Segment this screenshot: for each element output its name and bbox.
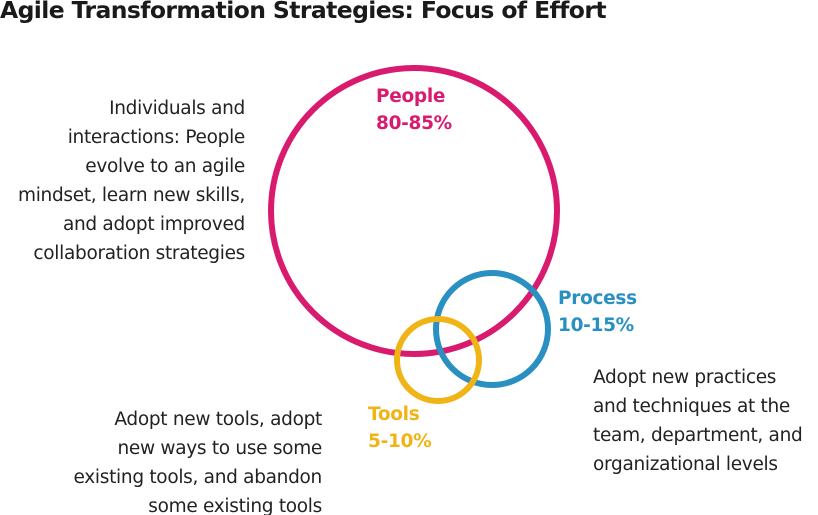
people-description-line: interactions: People xyxy=(67,127,246,148)
people-description-line: Individuals and xyxy=(109,98,245,119)
people-description-line: and adopt improved xyxy=(62,214,245,235)
process-label: Process 10-15% xyxy=(558,285,637,339)
tools-description-line: existing tools, and abandon xyxy=(73,467,323,488)
tools-description-line: new ways to use some xyxy=(117,438,323,459)
diagram-title: Agile Transformation Strategies: Focus o… xyxy=(0,0,607,24)
people-description-line: evolve to an agile xyxy=(85,156,245,177)
people-name: People xyxy=(376,86,446,107)
process-description-line: organizational levels xyxy=(593,454,778,475)
process-percent: 10-15% xyxy=(558,315,634,336)
process-description-line: Adopt new practices xyxy=(593,367,777,388)
people-percent: 80-85% xyxy=(376,113,452,134)
people-description-line: mindset, learn new skills, xyxy=(17,185,245,206)
people-circle xyxy=(268,65,560,357)
people-label: People 80-85% xyxy=(376,83,452,137)
process-description-line: team, department, and xyxy=(593,425,803,446)
process-name: Process xyxy=(558,288,637,309)
tools-description-line: Adopt new tools, adopt xyxy=(114,409,322,430)
tools-circle xyxy=(394,316,482,404)
people-description-line: collaboration strategies xyxy=(33,243,245,264)
tools-percent: 5-10% xyxy=(368,431,432,452)
process-circle xyxy=(433,270,551,388)
process-description: Adopt new practices and techniques at th… xyxy=(593,363,803,479)
tools-description-line: some existing tools xyxy=(148,496,322,515)
tools-description: Adopt new tools, adopt new ways to use s… xyxy=(73,405,323,515)
tools-label: Tools 5-10% xyxy=(368,401,432,455)
people-description: Individuals and interactions: People evo… xyxy=(18,94,245,268)
tools-name: Tools xyxy=(368,404,420,425)
process-description-line: and techniques at the xyxy=(593,396,790,417)
